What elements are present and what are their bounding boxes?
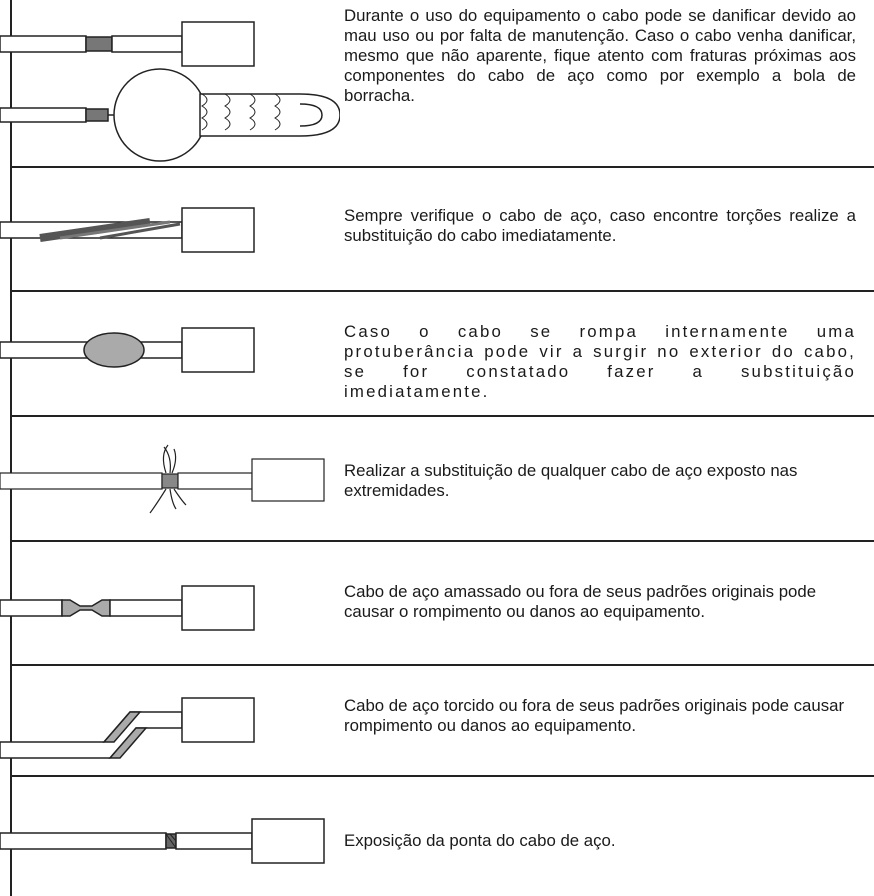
crushed-cable-icon [0,540,340,664]
instruction-text: Realizar a substituição de qualquer cabo… [344,461,798,500]
row-exposed-tip: Exposição da ponta do cabo de aço. [0,775,864,896]
row-bent-cable: Cabo de aço torcido ou fora de seus padr… [0,664,864,775]
row-divider [10,664,874,666]
exposed-cable-tip-icon [0,775,340,896]
row-bulge: Caso o cabo se rompa internamente uma pr… [0,290,864,415]
frayed-cable-with-rubber-ball-and-eye-terminal-icon [0,0,340,166]
row-exposed-ends: Realizar a substituição de qualquer cabo… [0,415,864,540]
instruction-text: Caso o cabo se rompa internamente uma pr… [344,322,856,401]
inspection-sheet [10,0,874,896]
bent-cable-icon [0,664,340,775]
row-crushed-cable: Cabo de aço amassado ou fora de seus pad… [0,540,864,664]
internal-break-bulge-icon [0,290,340,415]
row-divider [10,540,874,542]
twisted-cable-icon [0,166,340,290]
instruction-text: Cabo de aço torcido ou fora de seus padr… [344,696,845,735]
instruction-text: Exposição da ponta do cabo de aço. [344,831,616,850]
row-damaged-cable: Durante o uso do equipamento o cabo pode… [0,0,864,166]
exposed-frayed-strands-icon [0,415,340,540]
row-divider [10,415,874,417]
row-divider [10,775,874,777]
row-divider [10,166,874,168]
row-twisted-cable: Sempre verifique o cabo de aço, caso enc… [0,166,864,290]
instruction-text: Durante o uso do equipamento o cabo pode… [344,6,856,105]
instruction-text: Sempre verifique o cabo de aço, caso enc… [344,206,856,245]
instruction-text: Cabo de aço amassado ou fora de seus pad… [344,582,817,621]
row-divider [10,290,874,292]
